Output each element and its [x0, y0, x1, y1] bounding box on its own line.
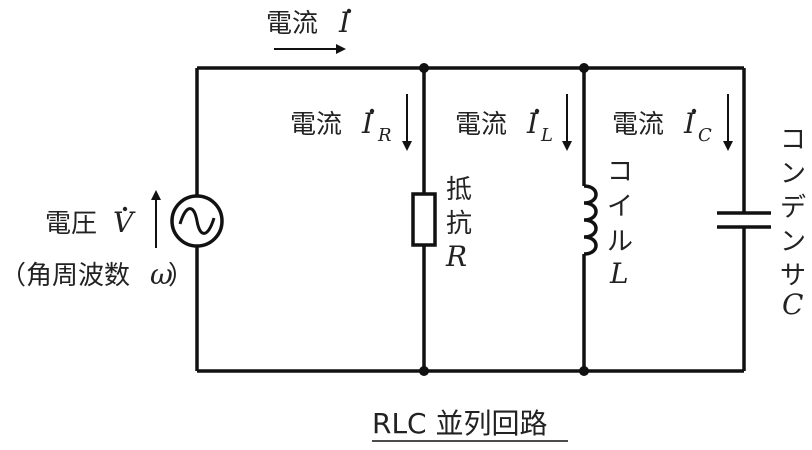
inductor-label: コ イ ル L: [607, 157, 633, 290]
dot-accent: [122, 206, 128, 212]
junction-dot: [579, 366, 589, 376]
ac-source-symbol: [170, 194, 224, 248]
dot-accent: [369, 108, 375, 114]
capacitor-char: デ: [780, 193, 806, 223]
angular-frequency-text: （角周波数: [0, 261, 130, 291]
capacitor-label: コ ン デ ン サ C: [780, 125, 806, 321]
caption-text: RLC 並列回路: [372, 407, 548, 440]
branch-current-r-text: 電流: [290, 110, 342, 140]
junction-dots: [419, 63, 589, 376]
voltage-text: 電圧: [45, 209, 97, 239]
branch-current-l-subscript: L: [540, 125, 553, 146]
voltage-symbol: V: [113, 206, 136, 239]
branch-current-r-label: 電流 I R: [290, 107, 392, 146]
branch-current-c-arrow: [723, 94, 733, 151]
junction-dot: [419, 63, 429, 73]
inductor-symbol-label: L: [609, 257, 629, 290]
branch-current-c-symbol: I: [683, 107, 696, 140]
angular-frequency-note: （角周波数 ω ）: [0, 258, 194, 291]
main-current-label: 電流 I: [266, 6, 352, 39]
capacitor-symbol-label: C: [782, 288, 803, 321]
circuit-wires: [195, 66, 746, 373]
main-current-symbol: I: [338, 6, 351, 39]
junction-dot: [579, 63, 589, 73]
resistor-char: 抵: [446, 175, 472, 205]
main-current-arrow: [274, 44, 346, 54]
voltage-arrow: [151, 190, 161, 248]
branch-current-c-text: 電流: [612, 110, 664, 140]
branch-current-l-symbol: I: [526, 107, 539, 140]
branch-current-r-subscript: R: [377, 125, 392, 146]
dot-accent: [534, 108, 540, 114]
branch-current-r-arrow: [402, 94, 412, 151]
resistor-symbol: [411, 192, 437, 247]
main-current-text: 電流: [266, 9, 318, 39]
inductor-char: ル: [607, 227, 633, 257]
inductor-symbol: [583, 184, 598, 256]
branch-current-c-subscript: C: [698, 125, 712, 146]
capacitor-char: ン: [780, 227, 806, 257]
capacitor-symbol: [717, 211, 771, 229]
capacitor-char: ン: [780, 159, 806, 189]
dot-accent: [346, 8, 352, 14]
capacitor-char: サ: [780, 261, 806, 291]
junction-dot: [419, 366, 429, 376]
resistor-label: 抵 抗 R: [445, 175, 472, 273]
branch-current-l-arrow: [562, 94, 572, 151]
resistor-char: 抗: [446, 209, 472, 239]
diagram-caption: RLC 並列回路: [372, 407, 568, 442]
branch-current-c-label: 電流 I C: [612, 107, 712, 146]
branch-current-l-label: 電流 I L: [455, 107, 553, 146]
dot-accent: [691, 108, 697, 114]
capacitor-char: コ: [780, 125, 806, 155]
inductor-char: コ: [607, 157, 633, 187]
voltage-label: 電圧 V: [45, 206, 136, 239]
omega-symbol: ω: [150, 258, 173, 291]
angular-frequency-close: ）: [168, 261, 194, 291]
inductor-char: イ: [607, 192, 633, 222]
branch-current-r-symbol: I: [361, 107, 374, 140]
branch-current-l-text: 電流: [455, 110, 507, 140]
resistor-symbol-label: R: [445, 240, 467, 273]
